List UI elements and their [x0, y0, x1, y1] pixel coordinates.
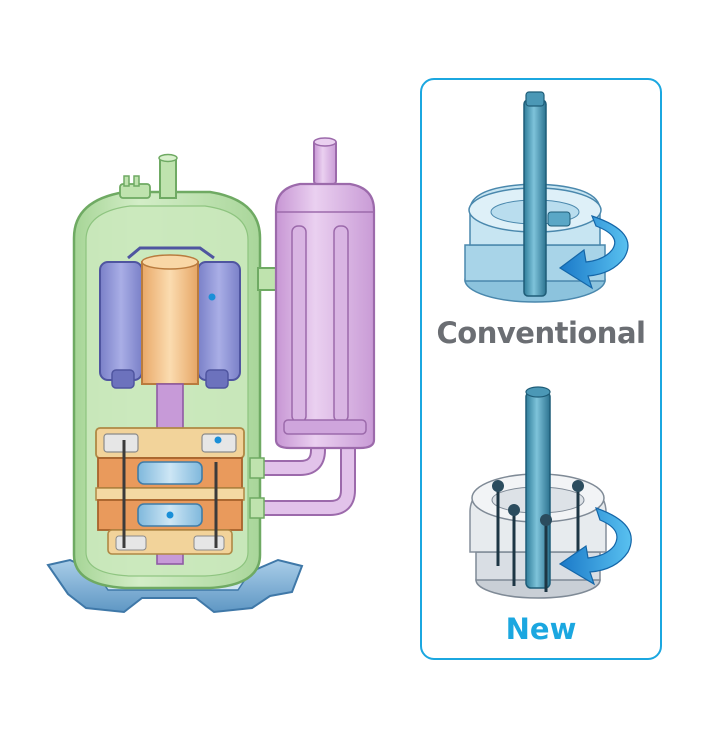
- through-bolts: [122, 440, 218, 548]
- suction-pipes: [249, 436, 356, 519]
- rotation-arrow-icon: [558, 215, 629, 290]
- middle-plate: [95, 487, 245, 501]
- main-bearing: [95, 427, 245, 459]
- cylinder-marker-dot: [166, 511, 174, 519]
- conventional-bearing-part: [464, 91, 606, 303]
- compressor-cutaway: [46, 137, 376, 614]
- rotation-arrow-icon-new: [558, 507, 632, 586]
- discharge-pipe: [158, 153, 178, 199]
- new-bearing-part: [469, 386, 607, 599]
- bearing-marker-dot: [214, 436, 222, 444]
- terminal-cover: [119, 175, 151, 199]
- motor-stator: [99, 261, 241, 389]
- lower-cylinder: [97, 499, 243, 531]
- new-label: New: [505, 612, 577, 646]
- lower-bearing: [107, 529, 233, 555]
- accumulator: [274, 137, 376, 450]
- conventional-label: Conventional: [436, 316, 646, 350]
- comparison-panel: [420, 78, 662, 660]
- stator-marker-dot: [208, 293, 216, 301]
- upper-cylinder: [97, 457, 243, 489]
